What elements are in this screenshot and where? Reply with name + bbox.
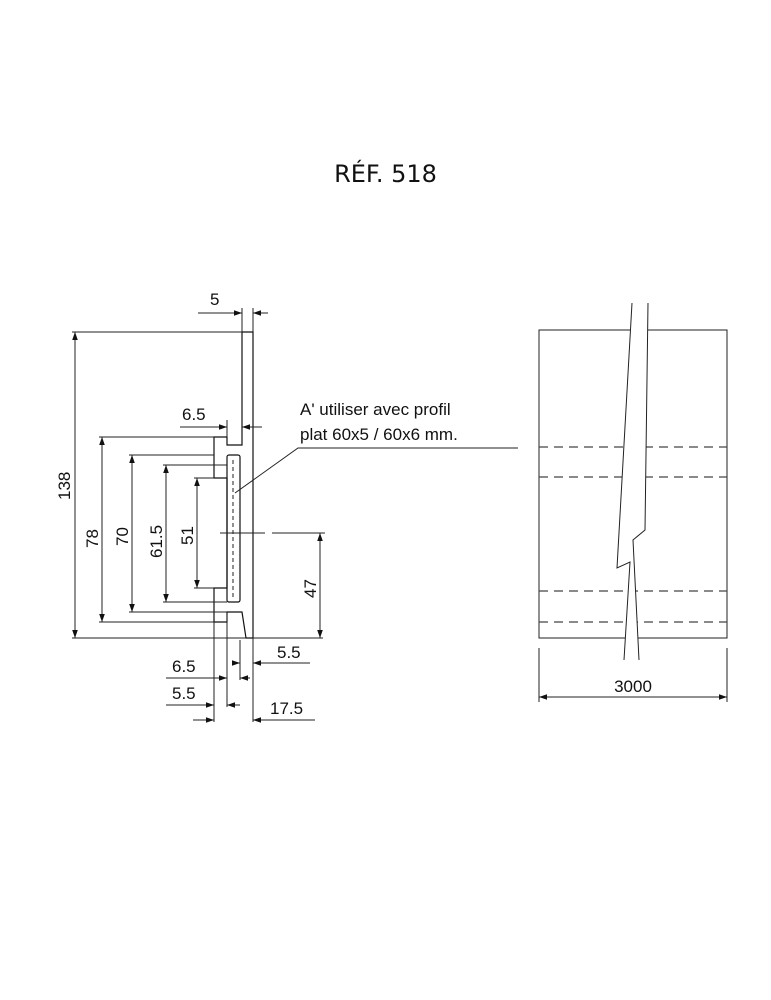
- note-line-2: plat 60x5 / 60x6 mm.: [300, 425, 458, 444]
- dim-label: 47: [301, 579, 320, 598]
- length-label: 3000: [614, 677, 652, 696]
- dim-label: 70: [113, 527, 132, 546]
- dim-label: 138: [55, 472, 74, 500]
- flat-bar: [226, 454, 241, 603]
- break-gap: [617, 303, 648, 660]
- dim-label: 5.5: [277, 643, 301, 662]
- break-line-left: [616, 302, 633, 661]
- dim-total-height: 138: [55, 331, 246, 639]
- dim-label: 6.5: [172, 657, 196, 676]
- note-callout: A' utiliser avec profil plat 60x5 / 60x6…: [234, 400, 518, 494]
- dim-label: 6.5: [182, 405, 206, 424]
- dim-label: 61.5: [147, 525, 166, 558]
- dim-bottom: 5.5 6.5 5.5 17.5: [166, 612, 315, 723]
- dim-78: 78: [83, 436, 214, 623]
- dim-label: 5: [210, 290, 219, 309]
- dim-47: 47: [253, 533, 323, 639]
- elevation-view: 3000: [538, 302, 728, 702]
- dim-label: 78: [83, 529, 102, 548]
- dim-70: 70: [113, 454, 227, 613]
- dim-label: 17.5: [270, 699, 303, 718]
- dim-label: 5.5: [172, 684, 196, 703]
- dim-51: 51: [178, 477, 214, 589]
- note-line-1: A' utiliser avec profil: [300, 400, 451, 419]
- dim-top-thickness: 5: [198, 290, 268, 332]
- reference-title: RÉF. 518: [334, 160, 437, 188]
- dim-upper-step: 6.5: [180, 405, 262, 437]
- dim-label: 51: [178, 526, 197, 545]
- dim-61-5: 61.5: [147, 464, 227, 603]
- break-line-right: [632, 302, 649, 661]
